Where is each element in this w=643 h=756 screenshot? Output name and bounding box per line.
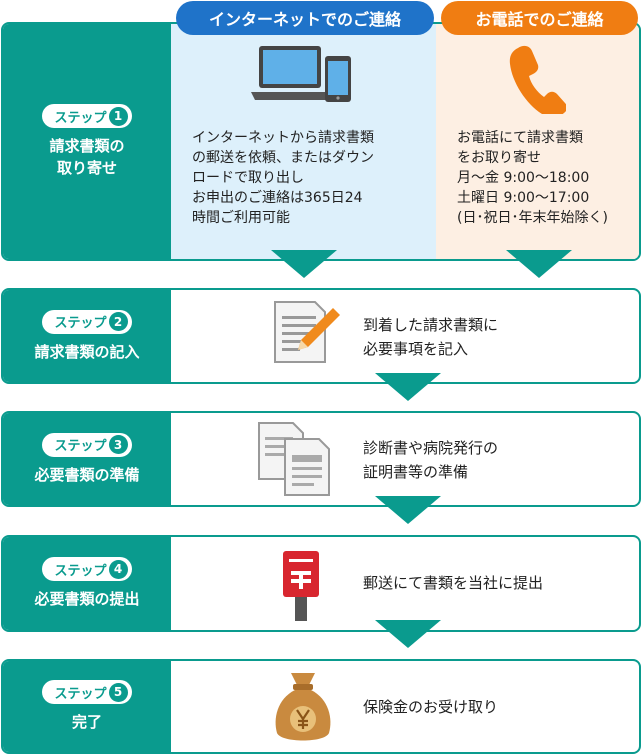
step-3: ステップ 3 必要書類の準備 診断書や病院発行の 証明書等の準備 (1, 411, 641, 507)
phone-panel: お電話にて請求書類 をお取り寄せ 月～金 9:00～18:00 土曜日 9:00… (436, 24, 639, 259)
step-badge: ステップ 2 (42, 309, 132, 334)
description-line: 郵送にて書類を当社に提出 (363, 574, 544, 592)
phone-line: をお取り寄せ (457, 150, 541, 166)
step-title: 請求書類の記入 (34, 342, 140, 361)
phone-description: お電話にて請求書類 をお取り寄せ 月～金 9:00～18:00 土曜日 9:00… (457, 128, 637, 228)
phone-line: 土曜日 9:00～17:00 (457, 190, 590, 206)
step-title: 請求書類の 取り寄せ (49, 135, 124, 179)
step-4-content: 郵送にて書類を当社に提出 (171, 537, 639, 630)
internet-contact-tab: インターネットでのご連絡 (176, 1, 434, 35)
internet-line: インターネットから請求書類 (192, 130, 374, 146)
description-line: 到着した請求書類に (363, 316, 499, 334)
step-5: ステップ 5 完了 保険金のお受け取り (1, 659, 641, 754)
description-line: 必要事項を記入 (363, 340, 469, 358)
internet-line: お申出のご連絡は365日24 (192, 190, 363, 206)
step-3-content: 診断書や病院発行の 証明書等の準備 (171, 413, 639, 505)
step-5-description: 保険金のお受け取り (363, 695, 498, 719)
step-1-header: ステップ 1 請求書類の 取り寄せ (3, 24, 171, 259)
step-badge: ステップ 1 (42, 104, 132, 128)
flow-arrow (375, 496, 441, 524)
documents-icon (257, 421, 333, 503)
telephone-icon (506, 42, 568, 118)
step-2-content: 到着した請求書類に 必要事項を記入 (171, 290, 639, 382)
step-2-description: 到着した請求書類に 必要事項を記入 (363, 313, 498, 361)
step-badge: ステップ 5 (42, 680, 132, 704)
document-pencil-icon (273, 300, 343, 368)
step-title: 必要書類の準備 (34, 465, 140, 484)
step-5-content: 保険金のお受け取り (171, 661, 639, 752)
flow-arrow (375, 373, 441, 401)
step-label: ステップ (54, 563, 107, 579)
postbox-icon (281, 549, 321, 627)
step-badge: ステップ 4 (42, 557, 132, 581)
money-bag-icon (271, 669, 335, 751)
internet-description: インターネットから請求書類 の郵送を依頼、またはダウン ロードで取り出し お申出… (192, 128, 428, 228)
step-number: 2 (108, 312, 128, 331)
internet-line: の郵送を依頼、またはダウン (192, 150, 374, 166)
step-2-header: ステップ 2 請求書類の記入 (3, 290, 171, 382)
step-title-line1: 請求書類の (49, 137, 125, 155)
step-title: 必要書類の提出 (34, 590, 140, 608)
phone-line: (日･祝日･年末年始除く) (457, 210, 608, 226)
step-title: 完了 (71, 713, 102, 731)
laptop-phone-icon (251, 42, 361, 118)
internet-line: 時間ご利用可能 (192, 210, 290, 226)
step-4-description: 郵送にて書類を当社に提出 (363, 571, 543, 595)
description-line: 保険金のお受け取り (363, 698, 499, 716)
internet-line: ロードで取り出し (192, 170, 304, 186)
step-1: ステップ 1 請求書類の 取り寄せ インターネットから請求書類 の郵送を依頼、ま… (1, 22, 641, 261)
flow-arrow (271, 250, 337, 278)
step-3-header: ステップ 3 必要書類の準備 (3, 413, 171, 505)
phone-contact-tab: お電話でのご連絡 (441, 1, 638, 35)
step-number: 3 (108, 435, 128, 454)
step-label: ステップ (54, 316, 107, 331)
step-badge: ステップ 3 (42, 432, 132, 457)
step-label: ステップ (54, 439, 107, 454)
step-4: ステップ 4 必要書類の提出 郵送にて書類を当社に提出 (1, 535, 641, 632)
step-title-line2: 取り寄せ (56, 159, 117, 177)
step-number: 1 (108, 106, 128, 126)
description-line: 診断書や病院発行の (363, 439, 499, 457)
internet-panel: インターネットから請求書類 の郵送を依頼、またはダウン ロードで取り出し お申出… (171, 24, 436, 259)
phone-line: 月～金 9:00～18:00 (457, 170, 590, 186)
flow-arrow (375, 620, 441, 648)
step-2: ステップ 2 請求書類の記入 到着した請求書類に 必要事項を記入 (1, 288, 641, 384)
step-3-description: 診断書や病院発行の 証明書等の準備 (363, 436, 498, 484)
phone-line: お電話にて請求書類 (457, 130, 583, 146)
step-label: ステップ (54, 686, 107, 702)
step-number: 4 (108, 559, 128, 579)
step-5-header: ステップ 5 完了 (3, 661, 171, 752)
step-label: ステップ (54, 110, 107, 126)
flow-arrow (506, 250, 572, 278)
step-4-header: ステップ 4 必要書類の提出 (3, 537, 171, 630)
description-line: 証明書等の準備 (363, 463, 469, 481)
step-number: 5 (108, 682, 128, 702)
